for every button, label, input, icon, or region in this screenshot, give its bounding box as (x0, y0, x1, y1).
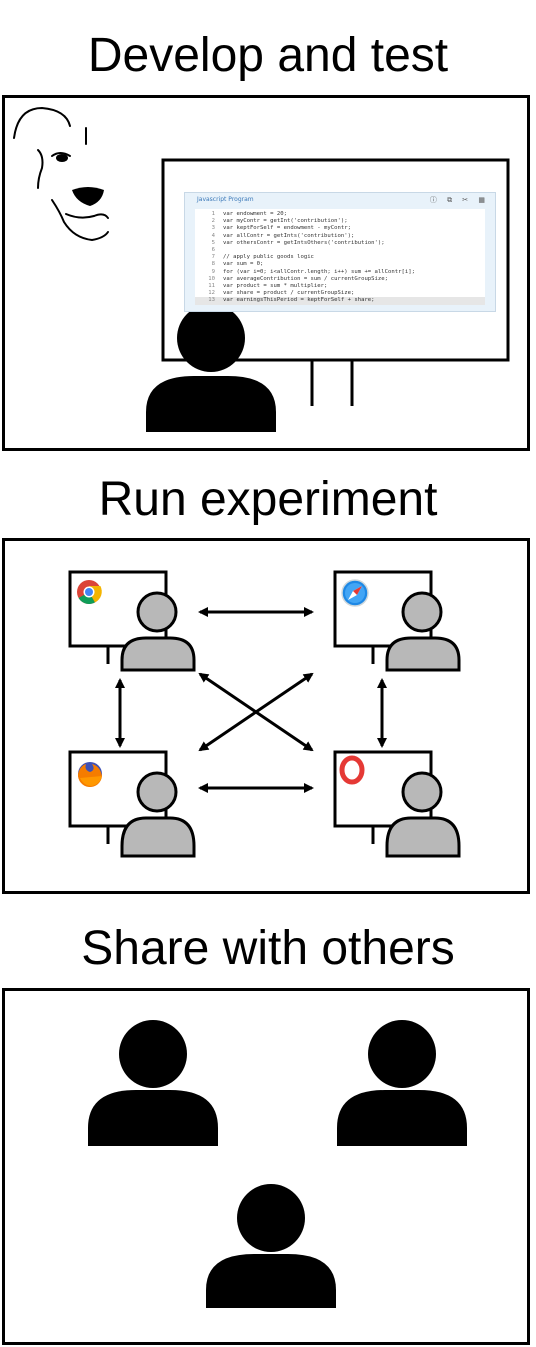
code-line: 5 var othersContr = getIntsOthers('contri… (195, 240, 485, 247)
code-line: 9 for (var i=0; i<allContr.length; i++) s… (195, 269, 485, 276)
code-line-text: var endowment = 20; (223, 211, 287, 217)
code-line: 13 var earningsThisPeriod = keptForSelf +… (195, 297, 485, 305)
safari-icon (341, 579, 369, 607)
code-editor-body: 1 var endowment = 20; 2 var myContr = getIn… (195, 209, 485, 305)
developer-person-icon (146, 304, 276, 432)
code-line: 1 var endowment = 20; (195, 211, 485, 218)
firefox-icon (77, 762, 102, 788)
station-opera (333, 750, 461, 858)
code-line-text: var sum = 0; (223, 261, 264, 268)
code-line-text: var myContr = getInt('contribution'); (223, 218, 348, 225)
person-icon (337, 1020, 467, 1146)
code-line-text: var allContr = getInts('contribution'); (223, 232, 355, 239)
code-line-text: for (var i=0; i<allContr.length; i++) su… (223, 268, 415, 275)
code-line: 6 (195, 247, 485, 254)
heading-develop-and-test: Develop and test (87, 29, 449, 82)
lion-nose-icon (72, 187, 104, 206)
arrow-diagonal-2 (198, 672, 314, 752)
code-editor-header: Javascript Program ⓘ ⧉ ✂ ▦ (185, 193, 495, 205)
code-line: 4 var allContr = getInts('contribution'); (195, 233, 485, 240)
code-line-text: var averageContribution = sum / currentG… (223, 275, 389, 282)
code-line-number: 10 (208, 275, 215, 282)
code-line: 7 // apply public goods logic (195, 254, 485, 261)
code-line-number: 4 (211, 232, 215, 239)
code-line-number: 6 (211, 247, 215, 254)
person-icon (88, 1020, 218, 1146)
person-icon (206, 1184, 336, 1308)
code-line: 11 var product = sum * multiplier; (195, 283, 485, 290)
code-line: 3 var keptForSelf = endowment - myContr; (195, 225, 485, 232)
code-line: 12 var share = product / currentGroupSize… (195, 290, 485, 297)
code-editor-toolbar-icons: ⓘ ⧉ ✂ ▦ (429, 196, 489, 204)
code-line-text: var product = sum * multiplier; (223, 283, 328, 290)
code-line: 2 var myContr = getInt('contribution'); (195, 218, 485, 225)
code-line: 8 var sum = 0; (195, 261, 485, 268)
code-line-number: 7 (211, 254, 215, 261)
code-line-number: 2 (211, 218, 215, 225)
heading-run-experiment: Run experiment (98, 473, 438, 526)
code-line-number: 1 (211, 211, 215, 217)
heading-share-with-others: Share with others (81, 922, 455, 975)
code-line-text: var keptForSelf = endowment - myContr; (223, 225, 351, 232)
code-line-number: 12 (208, 290, 215, 297)
code-line-number: 3 (211, 225, 215, 232)
code-line-number: 8 (211, 261, 215, 268)
panel-share (2, 988, 530, 1345)
lion-logo-icon (13, 106, 109, 242)
code-editor: Javascript Program ⓘ ⧉ ✂ ▦ 1 var endowmen… (184, 192, 496, 312)
code-line-number: 9 (211, 268, 215, 275)
code-line: 10 var averageContribution = sum / curren… (195, 276, 485, 283)
lion-eye-icon (56, 154, 68, 162)
code-line-text: // apply public goods logic (223, 254, 314, 261)
code-line-number: 11 (208, 283, 215, 290)
code-editor-title: Javascript Program (197, 196, 254, 203)
code-line-text: var othersContr = getIntsOthers('contrib… (223, 239, 385, 246)
code-line-text: var share = product / currentGroupSize; (223, 290, 355, 297)
code-line-number: 5 (211, 239, 215, 246)
chrome-icon (77, 580, 102, 605)
opera-icon (339, 755, 365, 785)
code-line-number: 13 (208, 297, 215, 304)
code-line-text: var earningsThisPeriod = keptForSelf + s… (223, 297, 375, 304)
